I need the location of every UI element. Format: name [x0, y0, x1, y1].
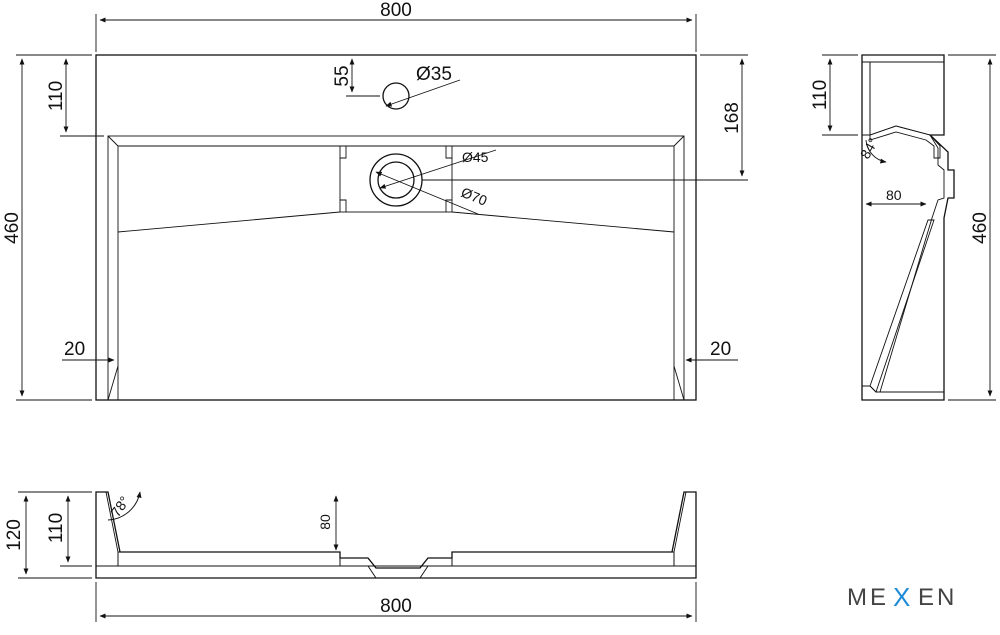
dim-side-depth: 80	[886, 187, 902, 203]
dim-faucet-offset: 110	[46, 81, 67, 111]
dim-side-angle: 84°	[857, 135, 881, 161]
drain-inner-circle	[377, 161, 415, 199]
slope-line-left	[117, 211, 341, 233]
dim-side-height: 460	[970, 212, 991, 244]
dim-front-height-total: 120	[4, 519, 25, 551]
dim-height-top: 460	[2, 212, 23, 244]
dim-drain-offset: 168	[722, 102, 743, 134]
front-outline	[95, 491, 697, 579]
dim-drain-outer: Ø70	[459, 184, 490, 209]
dim-faucet-hole-offset: 55	[332, 65, 353, 86]
dim-front-height-inner: 110	[46, 513, 67, 543]
dim-front-drain-depth: 80	[317, 514, 333, 530]
front-view: 120 110 78° 80 800	[4, 491, 697, 622]
dim-width-top: 800	[380, 0, 412, 21]
drain-recess	[339, 145, 453, 213]
brand-suffix: EN	[918, 584, 957, 611]
bowl-outline	[107, 135, 685, 401]
brand-prefix: ME	[847, 584, 889, 611]
side-outline	[861, 54, 955, 401]
dim-side-top-offset: 110	[810, 80, 831, 110]
dim-rim-right: 20	[710, 339, 731, 360]
faucet-hole	[382, 82, 410, 110]
dim-faucet-diameter: Ø35	[416, 64, 452, 85]
brand-accent-letter: X	[893, 582, 910, 612]
slope-line-right	[451, 211, 675, 233]
dim-rim-left: 20	[64, 339, 85, 360]
side-view: 110 460 84° 80	[810, 54, 996, 401]
dim-drain-inner: Ø45	[462, 149, 489, 165]
top-view: 800 460 110 55 Ø35 168 Ø45 Ø70 20 20	[2, 0, 748, 401]
brand-logo: ME X EN	[847, 582, 957, 612]
basin-outline	[95, 54, 697, 401]
dim-front-width: 800	[380, 596, 412, 617]
